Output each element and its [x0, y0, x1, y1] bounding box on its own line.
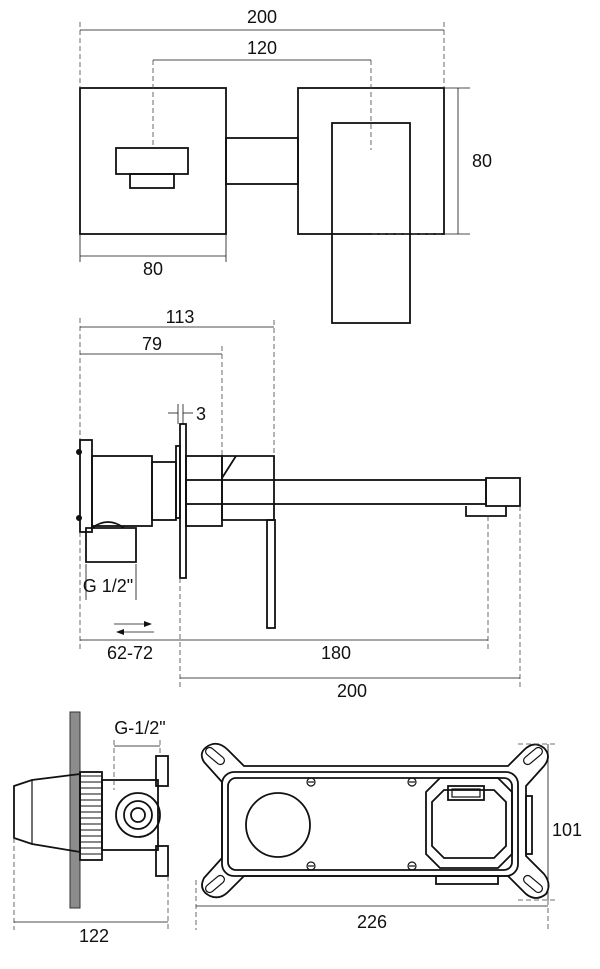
- side-aerator: [465, 506, 507, 517]
- box-cartridge-hole: [245, 792, 311, 858]
- side-handle-lever: [266, 519, 276, 629]
- box-outer-frame: [221, 771, 519, 877]
- dim-box-length: 226: [357, 912, 387, 932]
- dim-box-connection: G-1/2": [114, 718, 165, 738]
- dim-top-plate-width: 80: [143, 259, 163, 279]
- box-outlet-ring: [115, 792, 161, 838]
- top-spout: [331, 122, 411, 324]
- dim-top-height: 80: [472, 151, 492, 171]
- top-connection-bar: [225, 137, 299, 185]
- dim-side-depth-handle: 79: [142, 334, 162, 354]
- dim-top-overall-width: 200: [247, 7, 277, 27]
- box-thread-hatch: [80, 775, 102, 855]
- dim-box-height: 101: [552, 820, 582, 840]
- dim-side-plate-thickness: 3: [196, 404, 206, 424]
- side-spout: [185, 479, 487, 505]
- dim-side-overall-length: 200: [337, 681, 367, 701]
- box-mounting-flange: [200, 742, 550, 899]
- box-threaded-body: [79, 771, 103, 861]
- box-side-view: G-1/2" 122: [13, 711, 169, 946]
- box-valve-body: [101, 779, 159, 851]
- dim-side-wall-range: 62-72: [107, 643, 153, 663]
- side-body-neck: [151, 461, 177, 521]
- box-port-bottom: [155, 845, 169, 877]
- side-body: [91, 455, 153, 527]
- dim-top-center-distance: 120: [247, 38, 277, 58]
- dim-side-spout-reach: 180: [321, 643, 351, 663]
- side-outlet-nut: [85, 527, 137, 563]
- dim-side-connection: G 1/2": [83, 576, 133, 596]
- top-handle-lever: [115, 147, 189, 175]
- top-handle-base: [129, 173, 175, 189]
- side-view: 113 79 3 G 1/2": [76, 307, 521, 701]
- top-view: 200 120 80 80: [79, 7, 492, 324]
- side-cartridge-housing: [185, 455, 223, 527]
- box-port-top: [155, 755, 169, 787]
- dim-side-depth-total: 113: [166, 307, 195, 327]
- dim-box-depth: 122: [79, 926, 109, 946]
- box-front-view: 101 226: [195, 742, 582, 932]
- box-spout-mount: [425, 777, 513, 869]
- side-spout-tip: [485, 477, 521, 507]
- wall-section: [69, 711, 81, 909]
